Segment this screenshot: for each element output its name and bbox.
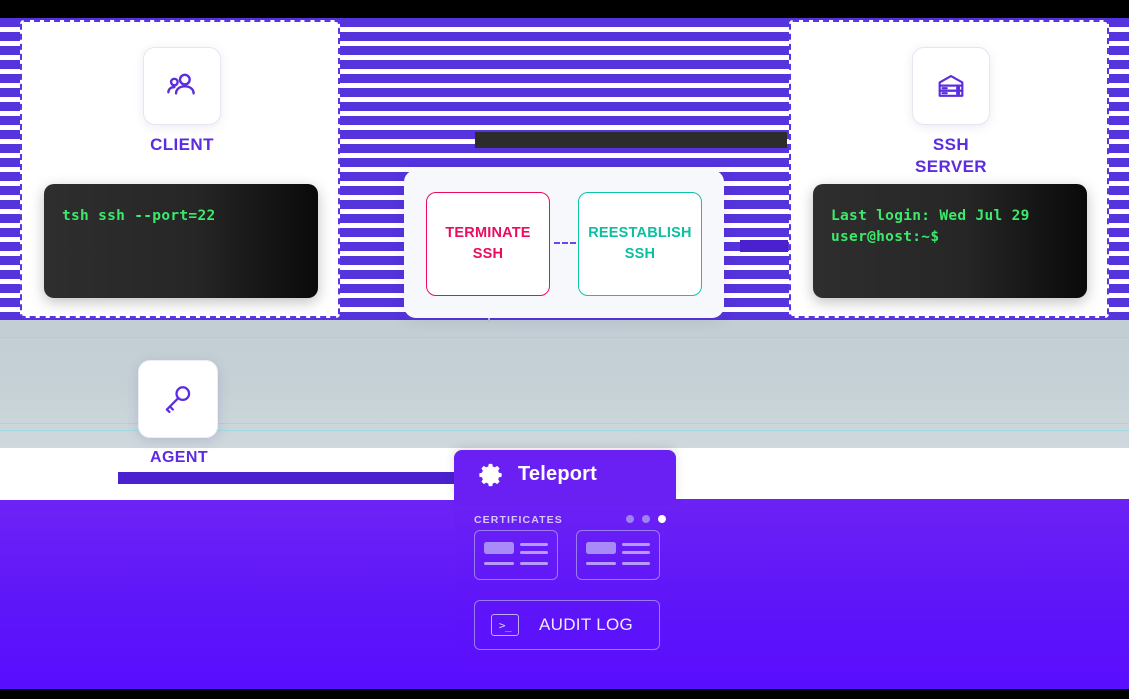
ssh-server-label-line1: SSH: [932, 135, 970, 154]
ssh-server-terminal-line2: user@host:~$: [831, 229, 940, 245]
top-black-band: [0, 0, 1129, 18]
key-icon: [165, 386, 191, 414]
pagination-dot-2[interactable]: [642, 515, 650, 523]
audit-log-row[interactable]: >_ AUDIT LOG: [474, 600, 660, 650]
gray-band-accent-line-3: [0, 430, 1129, 431]
gray-band-accent-line-1: [0, 337, 1129, 338]
teleport-card-header: Teleport: [454, 450, 676, 499]
ssh-server-label: SSH SERVER: [791, 134, 1111, 178]
gray-band-accent-line-2: [0, 423, 1129, 424]
teleport-brand-title: Teleport: [518, 463, 598, 485]
ssh-dashed-connector: [554, 242, 576, 244]
gear-icon: [479, 463, 502, 486]
client-panel: CLIENT tsh ssh --port=22: [20, 20, 340, 318]
ssh-server-panel: SSH SERVER Last login: Wed Jul 29 user@h…: [789, 20, 1109, 318]
certificate-chip: [484, 542, 514, 554]
certificate-chip: [586, 542, 616, 554]
certificate-line: [586, 562, 616, 565]
certificates-section-label: CERTIFICATES: [474, 514, 563, 526]
certificate-line: [520, 551, 548, 554]
agent-label: AGENT: [150, 449, 208, 466]
certificate-line: [484, 562, 514, 565]
pagination-dot-1[interactable]: [626, 515, 634, 523]
render-artifact-purple-chip: [740, 240, 788, 252]
render-artifact-dark-bar: [475, 132, 787, 148]
client-terminal: tsh ssh --port=22: [44, 184, 318, 298]
server-rack-icon: [938, 75, 964, 97]
users-icon-tile: [143, 47, 221, 125]
audit-log-label: AUDIT LOG: [539, 615, 634, 634]
pagination-dots[interactable]: [626, 515, 666, 523]
users-icon: [167, 73, 195, 95]
certificate-card-1[interactable]: [474, 530, 558, 580]
client-terminal-text: tsh ssh --port=22: [62, 208, 216, 224]
ssh-server-terminal-line1: Last login: Wed Jul 29: [831, 208, 1030, 224]
ssh-server-terminal: Last login: Wed Jul 29 user@host:~$: [813, 184, 1087, 298]
certificate-line: [520, 562, 548, 565]
terminal-prompt-icon: >_: [491, 614, 519, 636]
pagination-dot-3-active[interactable]: [658, 515, 666, 523]
agent-icon-tile: [138, 360, 218, 438]
certificate-line: [622, 551, 650, 554]
certificate-line: [520, 543, 548, 546]
certificate-card-2[interactable]: [576, 530, 660, 580]
render-artifact-purple-bar: [118, 472, 463, 484]
certificate-line: [622, 543, 650, 546]
teleport-card: [454, 499, 1129, 689]
terminal-prompt-glyph: >_: [498, 618, 512, 632]
certificate-line: [622, 562, 650, 565]
server-icon-tile: [912, 47, 990, 125]
ssh-server-label-line2: SERVER: [914, 157, 987, 176]
bottom-black-band: [0, 689, 1129, 699]
client-label: CLIENT: [150, 135, 214, 154]
